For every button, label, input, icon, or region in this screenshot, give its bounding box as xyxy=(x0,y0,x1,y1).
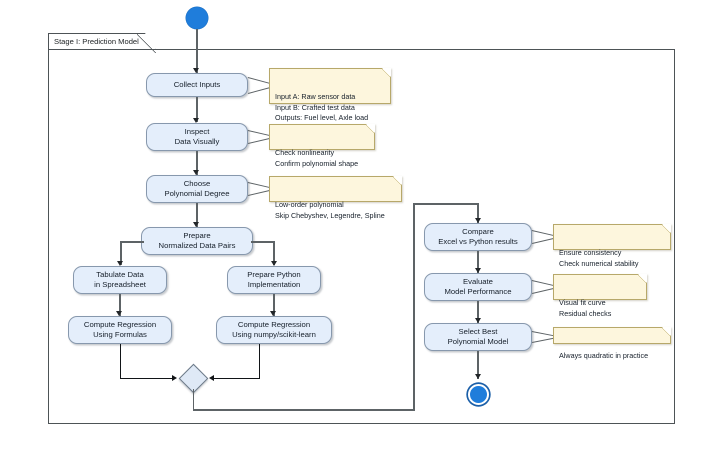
arrowhead-choose-to-prepare xyxy=(193,222,200,227)
arrowhead-select-to-end xyxy=(474,374,481,379)
arrowhead-numpy-to-merge xyxy=(209,374,214,381)
note-anchor-inspect xyxy=(247,130,270,144)
arrowhead-prepare-to-python xyxy=(270,261,277,266)
arrowhead-formulas-to-merge xyxy=(172,374,177,381)
edge-collect-to-inspect xyxy=(196,97,198,122)
note-degree: Low-order polynomial Skip Chebyshev, Leg… xyxy=(269,176,402,220)
arrowhead-evaluate-to-select xyxy=(474,318,481,323)
arrowhead-python-to-compute-numpy xyxy=(270,311,277,316)
arrowhead-compare-to-evaluate xyxy=(474,268,481,273)
note-inspect: Check nonlinearity Confirm polynomial sh… xyxy=(269,124,375,168)
arrowhead-collect-to-inspect xyxy=(193,118,200,123)
arrowhead-inspect-to-choose xyxy=(193,170,200,175)
edge-python-to-compute-numpy xyxy=(273,294,275,316)
edge-prepare-fork-right-v xyxy=(273,241,275,265)
edge-numpy-to-merge-v xyxy=(258,344,260,378)
activity-compute-formulas[interactable]: Compute Regression Using Formulas xyxy=(68,316,172,344)
note-inputs: Input A: Raw sensor data Input B: Crafte… xyxy=(269,68,391,122)
note-compare: Ensure consistency Check numerical stabi… xyxy=(553,224,671,268)
edge-prepare-fork-left-v xyxy=(120,241,122,265)
edge-start-to-collect xyxy=(196,29,198,73)
arrowhead-tabulate-to-compute-formulas xyxy=(116,311,123,316)
note-anchor-degree xyxy=(247,182,270,196)
arrowhead-start-to-collect xyxy=(193,68,200,73)
note-compare-text: Ensure consistency Check numerical stabi… xyxy=(559,248,639,268)
note-anchor-compare xyxy=(531,230,554,244)
activity-select-best-model[interactable]: Select Best Polynomial Model xyxy=(424,323,532,351)
frame-label-tab: Stage I: Prediction Model xyxy=(48,33,156,53)
start-node xyxy=(186,7,208,29)
note-anchor-inputs xyxy=(247,77,270,94)
edge-formulas-to-merge-v xyxy=(119,344,121,378)
edge-into-compare-v xyxy=(477,203,479,223)
activity-compute-numpy[interactable]: Compute Regression Using numpy/scikit-le… xyxy=(216,316,332,344)
edge-merge-up-right xyxy=(413,203,415,411)
note-evaluate: Visual fit curve Residual checks xyxy=(553,274,647,318)
activity-prepare-python[interactable]: Prepare Python Implementation xyxy=(227,266,321,294)
activity-collect-inputs[interactable]: Collect Inputs xyxy=(146,73,248,97)
note-inputs-text: Input A: Raw sensor data Input B: Crafte… xyxy=(275,92,369,122)
note-select: Always quadratic in practice xyxy=(553,327,671,360)
note-anchor-select xyxy=(531,331,554,343)
activity-frame xyxy=(48,49,675,424)
frame-label-text: Stage I: Prediction Model xyxy=(54,37,139,46)
end-node xyxy=(467,384,489,405)
edge-merge-bottom-h xyxy=(192,409,415,411)
note-anchor-evaluate xyxy=(531,280,554,294)
activity-tabulate-data[interactable]: Tabulate Data in Spreadsheet xyxy=(73,266,167,294)
note-inspect-text: Check nonlinearity Confirm polynomial sh… xyxy=(275,148,359,168)
edge-select-to-end xyxy=(477,351,479,379)
note-evaluate-text: Visual fit curve Residual checks xyxy=(559,298,612,318)
edge-inspect-to-choose xyxy=(196,151,198,175)
edge-merge-down xyxy=(192,389,195,411)
activity-inspect-data[interactable]: Inspect Data Visually xyxy=(146,123,248,151)
edge-evaluate-to-select xyxy=(477,301,479,323)
edge-numpy-to-merge-h xyxy=(212,377,260,379)
edge-tabulate-to-compute-formulas xyxy=(119,294,121,316)
activity-evaluate-performance[interactable]: Evaluate Model Performance xyxy=(424,273,532,301)
arrowhead-prepare-to-tabulate xyxy=(117,261,124,266)
edge-prepare-fork-right-h xyxy=(251,241,275,243)
note-select-text: Always quadratic in practice xyxy=(559,351,649,361)
activity-prepare-pairs[interactable]: Prepare Normalized Data Pairs xyxy=(141,227,253,255)
arrowhead-into-compare xyxy=(474,218,481,223)
edge-prepare-fork-left-h xyxy=(120,241,144,243)
activity-choose-degree[interactable]: Choose Polynomial Degree xyxy=(146,175,248,203)
edge-choose-to-prepare xyxy=(196,203,198,227)
edge-merge-top-h xyxy=(413,203,479,205)
edge-compare-to-evaluate xyxy=(477,251,479,273)
edge-formulas-to-merge-h xyxy=(119,377,175,379)
activity-compare-results[interactable]: Compare Excel vs Python results xyxy=(424,223,532,251)
note-degree-text: Low-order polynomial Skip Chebyshev, Leg… xyxy=(275,200,385,220)
